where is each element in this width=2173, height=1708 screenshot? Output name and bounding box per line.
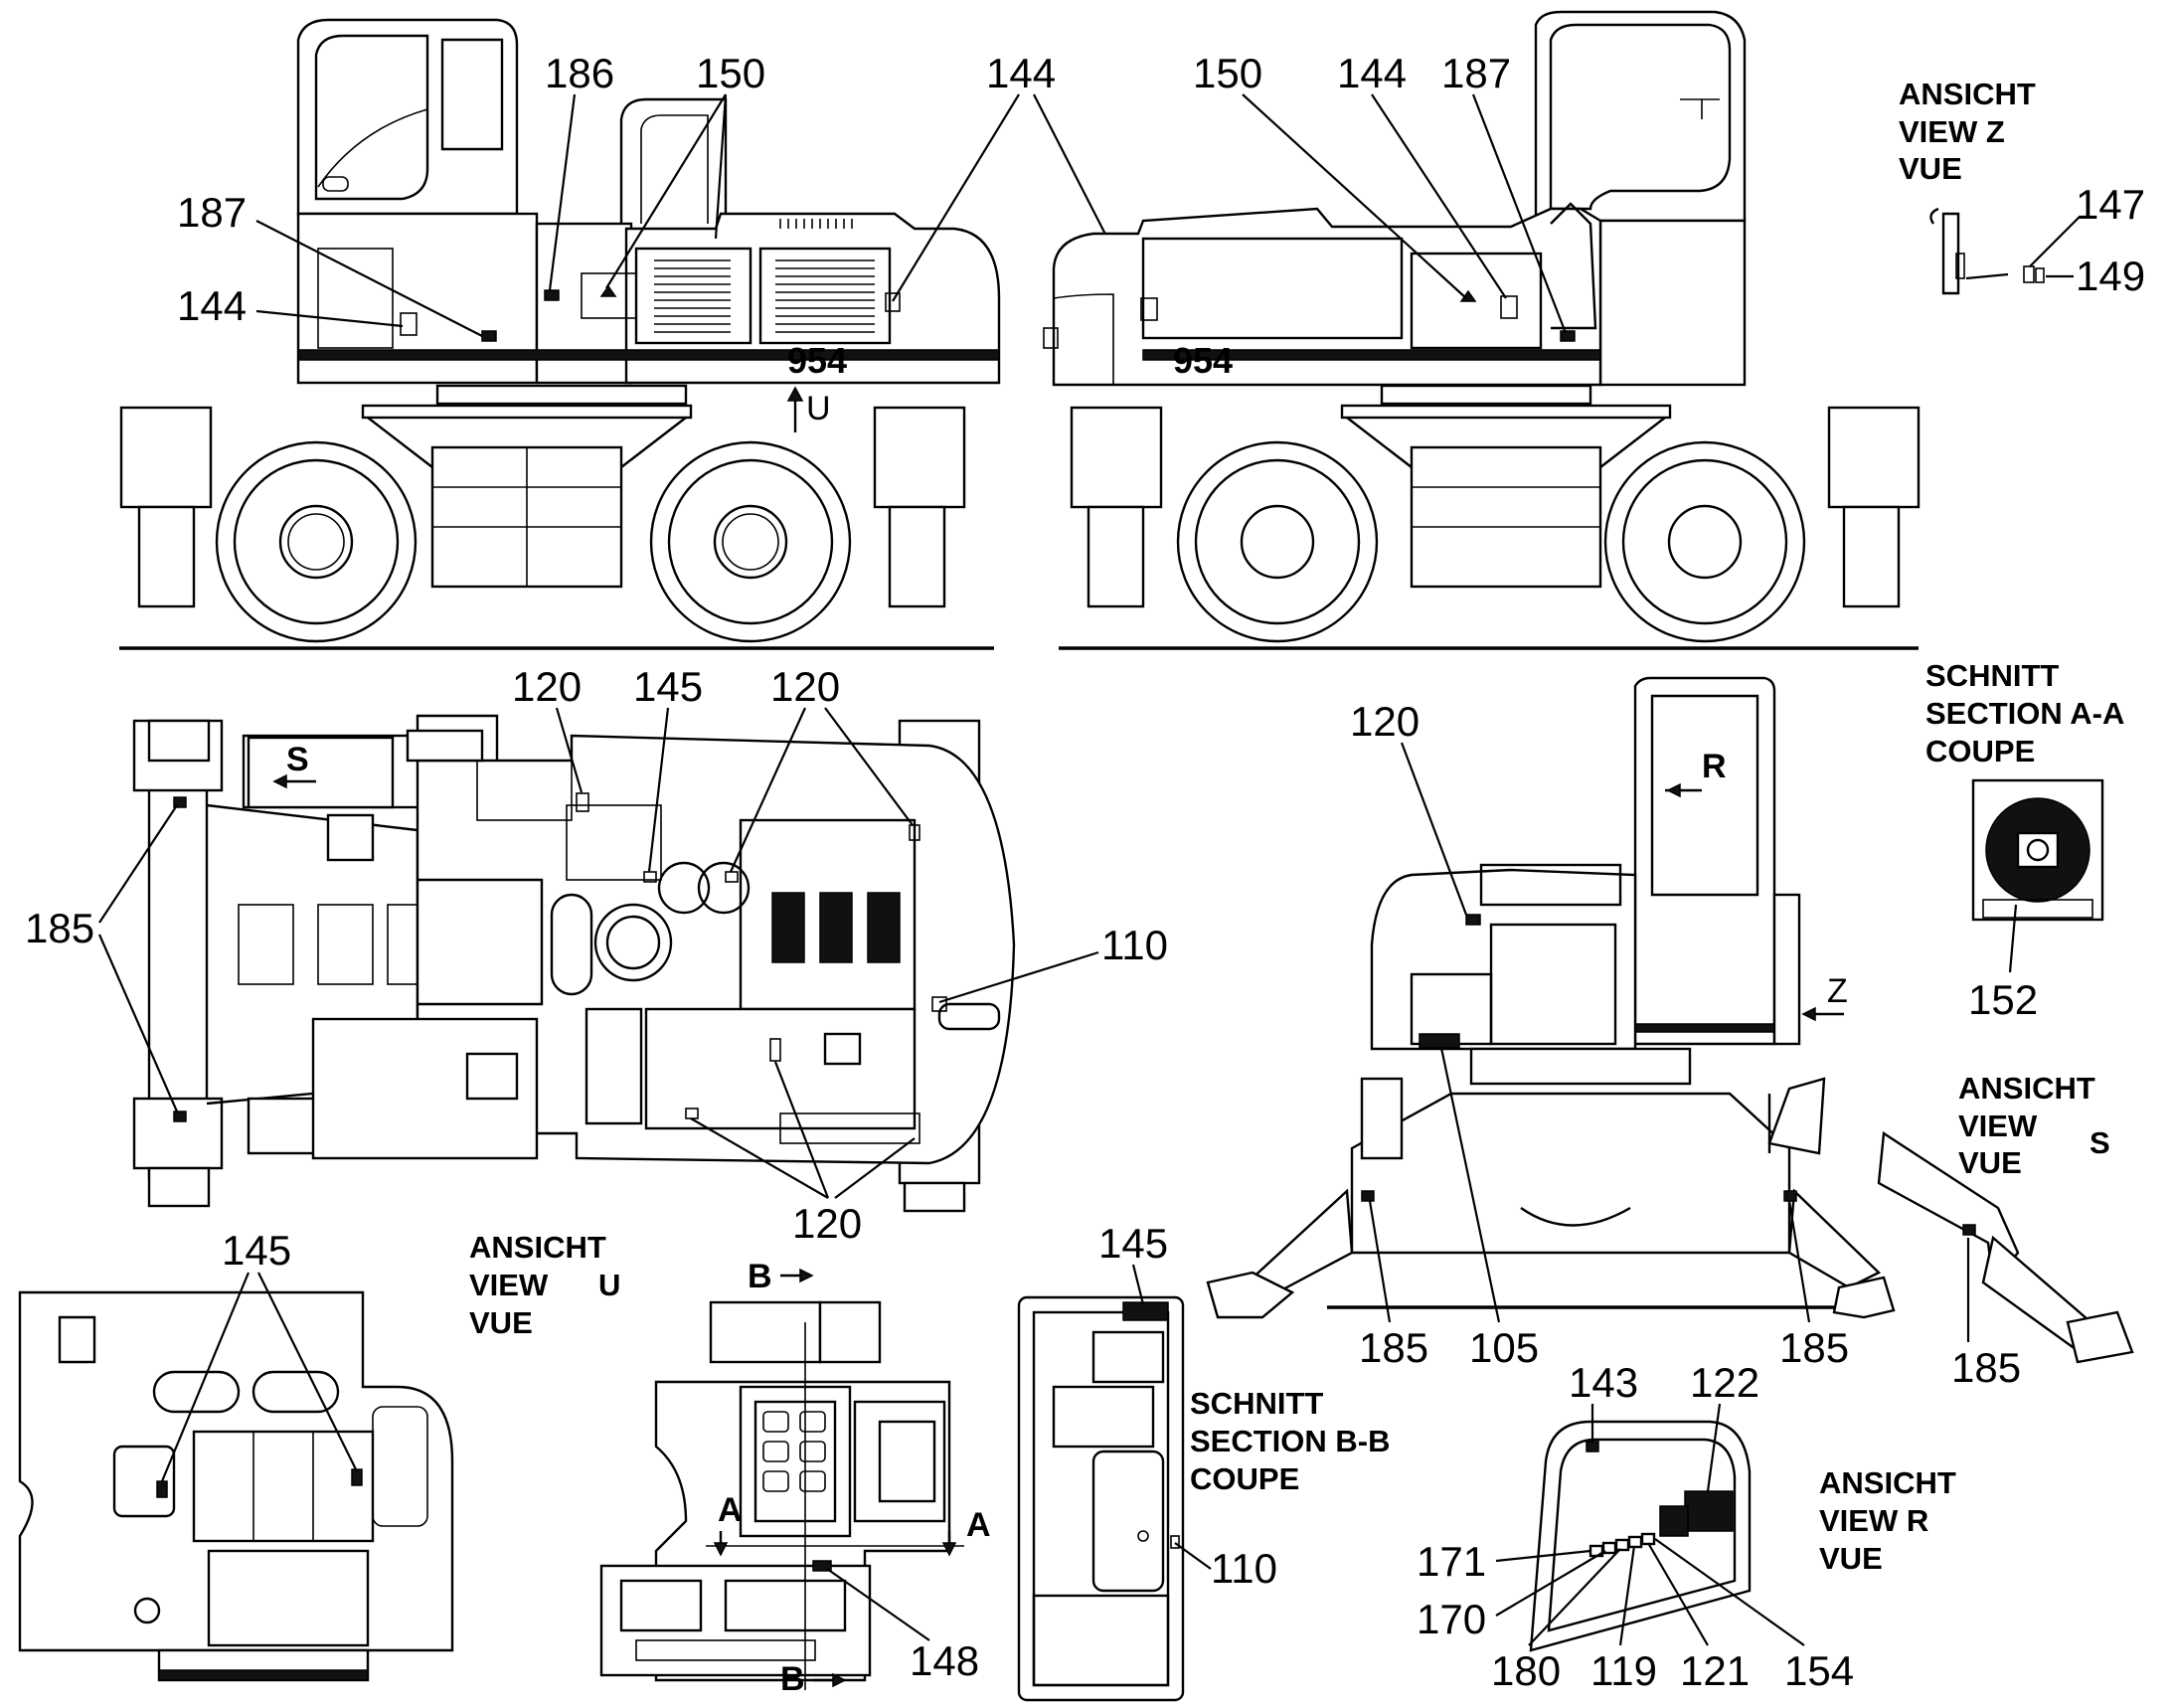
view-r-title-fr: VUE <box>1819 1541 1883 1576</box>
callout-119: 119 <box>1590 1647 1657 1694</box>
callout-148: 148 <box>910 1637 979 1684</box>
callout-145-section-bb: 145 <box>1098 1220 1168 1267</box>
side-view-right: 954 <box>1043 10 1921 650</box>
marker-z: Z <box>1827 972 1848 1010</box>
marker-b-bottom: B <box>780 1660 805 1698</box>
marker-b-top: B <box>748 1258 772 1295</box>
callout-150-left: 150 <box>696 50 765 96</box>
callout-171: 171 <box>1417 1538 1486 1585</box>
callout-110-top: 110 <box>1101 922 1168 968</box>
callout-144-top: 144 <box>986 50 1056 96</box>
view-r-title-en: VIEW R <box>1819 1503 1928 1538</box>
view-r-title-de: ANSICHT <box>1819 1465 1956 1500</box>
callout-150-right: 150 <box>1193 50 1262 96</box>
view-s-title-fr: VUE <box>1958 1145 2022 1180</box>
callout-149: 149 <box>2076 253 2145 299</box>
callout-120-c: 120 <box>792 1200 862 1247</box>
side-view-left: 954 U <box>119 18 1001 650</box>
callouts-top: 120 145 120 185 110 120 <box>25 663 1168 1247</box>
callout-120-b: 120 <box>770 663 840 710</box>
section-aa-title-de: SCHNITT <box>1925 658 2059 693</box>
view-r: 143 122 171 170 180 119 121 154 ANSICHT … <box>1417 1359 1956 1694</box>
callout-185-view-s: 185 <box>1951 1344 2021 1391</box>
rear-view: R Z <box>1206 676 1896 1319</box>
model-badge-right: 954 <box>1173 340 1233 381</box>
view-z: ANSICHT VIEW Z VUE 147 149 <box>1899 77 2145 299</box>
callout-110-section-bb: 110 <box>1211 1545 1277 1592</box>
callout-154: 154 <box>1784 1647 1854 1694</box>
section-bb-title-fr: COUPE <box>1190 1461 1299 1496</box>
callout-180: 180 <box>1491 1647 1561 1694</box>
callout-145-top: 145 <box>633 663 703 710</box>
top-view: S <box>132 714 1016 1213</box>
callout-152: 152 <box>1968 976 2038 1023</box>
callout-143: 143 <box>1569 1359 1638 1406</box>
section-aa: SCHNITT SECTION A-A COUPE 152 <box>1925 658 2124 1023</box>
section-bb-title-de: SCHNITT <box>1190 1386 1323 1421</box>
view-s: ANSICHT VIEW S VUE 185 <box>1877 1071 2134 1391</box>
callout-187-right: 187 <box>1441 50 1511 96</box>
callouts-side-left: 186 150 144 187 144 <box>177 50 1139 337</box>
callout-105: 105 <box>1469 1324 1539 1371</box>
view-z-title-de: ANSICHT <box>1899 77 2036 111</box>
view-s-title-de: ANSICHT <box>1958 1071 2095 1106</box>
view-z-title-fr: VUE <box>1899 151 1962 186</box>
callout-144-left: 144 <box>177 282 247 329</box>
marker-a-right: A <box>966 1506 991 1544</box>
section-aa-title-en: SECTION A-A <box>1925 696 2124 731</box>
view-u-title-de: ANSICHT <box>469 1230 606 1265</box>
view-u-title-en: VIEW <box>469 1268 549 1302</box>
view-u: ANSICHT VIEW U VUE 145 <box>18 1227 620 1682</box>
section-aa-title-fr: COUPE <box>1925 734 2035 769</box>
view-s-title-en: VIEW <box>1958 1109 2038 1143</box>
callout-120-rear: 120 <box>1350 698 1420 745</box>
callout-185-top: 185 <box>25 905 94 951</box>
callout-187-left: 187 <box>177 189 247 236</box>
section-bb: 145 SCHNITT SECTION B-B COUPE 110 <box>1017 1220 1391 1702</box>
section-bb-title-en: SECTION B-B <box>1190 1424 1391 1458</box>
callout-185-rear-left: 185 <box>1359 1324 1428 1371</box>
callout-121: 121 <box>1680 1647 1750 1694</box>
model-badge-left: 954 <box>787 340 847 381</box>
marker-r: R <box>1702 748 1727 785</box>
callout-186: 186 <box>545 50 614 96</box>
callout-147: 147 <box>2076 181 2145 228</box>
engine-detail: B B A A 148 <box>599 1258 991 1698</box>
view-s-title-letter: S <box>2089 1125 2110 1160</box>
marker-a-left: A <box>718 1491 743 1529</box>
view-u-title-fr: VUE <box>469 1305 533 1340</box>
callout-170: 170 <box>1417 1596 1486 1642</box>
callout-145-view-u: 145 <box>222 1227 291 1274</box>
view-u-title-letter: U <box>598 1268 620 1302</box>
callout-144-right: 144 <box>1337 50 1407 96</box>
marker-u: U <box>806 390 831 427</box>
callouts-side-right: 150 144 187 <box>1193 50 1568 334</box>
callout-122: 122 <box>1690 1359 1759 1406</box>
callout-185-rear-right: 185 <box>1779 1324 1849 1371</box>
view-z-title-en: VIEW Z <box>1899 114 2005 149</box>
callouts-rear: 120 185 105 185 <box>1350 698 1849 1371</box>
marker-s: S <box>286 741 309 778</box>
callout-120-a: 120 <box>512 663 582 710</box>
